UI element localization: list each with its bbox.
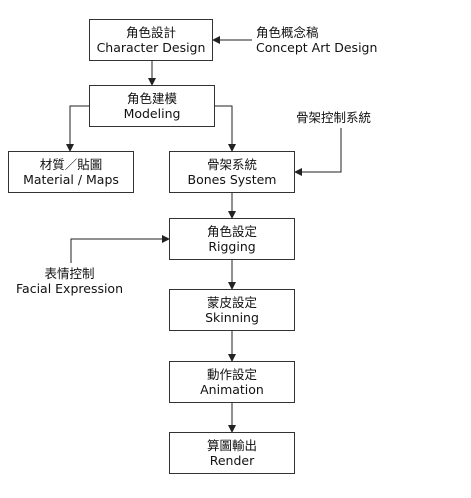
node-label-zh: 材質／貼圖 <box>39 157 103 172</box>
node-label-zh: 角色建模 <box>126 91 177 106</box>
node-label-en: Skinning <box>205 310 259 325</box>
arrow-modeling-to-material <box>66 105 89 152</box>
input-label-zh: 表情控制 <box>44 266 95 281</box>
node-bones-system: 骨架系統 Bones System <box>169 151 295 193</box>
input-label-zh: 角色概念稿 <box>256 25 319 40</box>
node-label-en: Character Design <box>96 40 206 55</box>
node-label-en: Rigging <box>208 239 256 254</box>
input-label-en: Facial Expression <box>16 281 124 296</box>
node-label-zh: 算圖輸出 <box>206 438 257 453</box>
node-skinning: 蒙皮設定 Skinning <box>169 289 295 331</box>
node-label-en: Animation <box>200 382 264 397</box>
node-label-en: Bones System <box>187 172 277 187</box>
node-animation: 動作設定 Animation <box>169 361 295 403</box>
node-label-zh: 角色設計 <box>125 25 176 40</box>
input-label-en: Concept Art Design <box>256 40 378 55</box>
node-label-en: Material / Maps <box>23 172 119 187</box>
arrow-facial-to-rigging <box>70 235 170 263</box>
node-label-zh: 蒙皮設定 <box>206 295 257 310</box>
node-material: 材質／貼圖 Material / Maps <box>8 151 134 193</box>
node-render: 算圖輸出 Render <box>169 432 295 474</box>
input-concept-art: 角色概念稿 Concept Art Design <box>256 25 377 55</box>
node-modeling: 角色建模 Modeling <box>89 85 215 127</box>
node-label-en: Render <box>209 453 255 468</box>
arrow-bonecontrol-to-bones <box>294 128 342 176</box>
arrow-modeling-to-bones <box>215 105 236 152</box>
node-label-en: Modeling <box>123 106 181 121</box>
input-bone-control: 骨架控制系統 <box>296 110 371 125</box>
node-label-zh: 角色設定 <box>206 224 257 239</box>
node-character-design: 角色設計 Character Design <box>89 19 213 61</box>
input-label-zh: 骨架控制系統 <box>296 110 372 125</box>
node-label-zh: 骨架系統 <box>206 157 257 172</box>
node-label-zh: 動作設定 <box>206 367 257 382</box>
input-facial-expression: 表情控制 Facial Expression <box>16 266 123 296</box>
node-rigging: 角色設定 Rigging <box>169 218 295 260</box>
